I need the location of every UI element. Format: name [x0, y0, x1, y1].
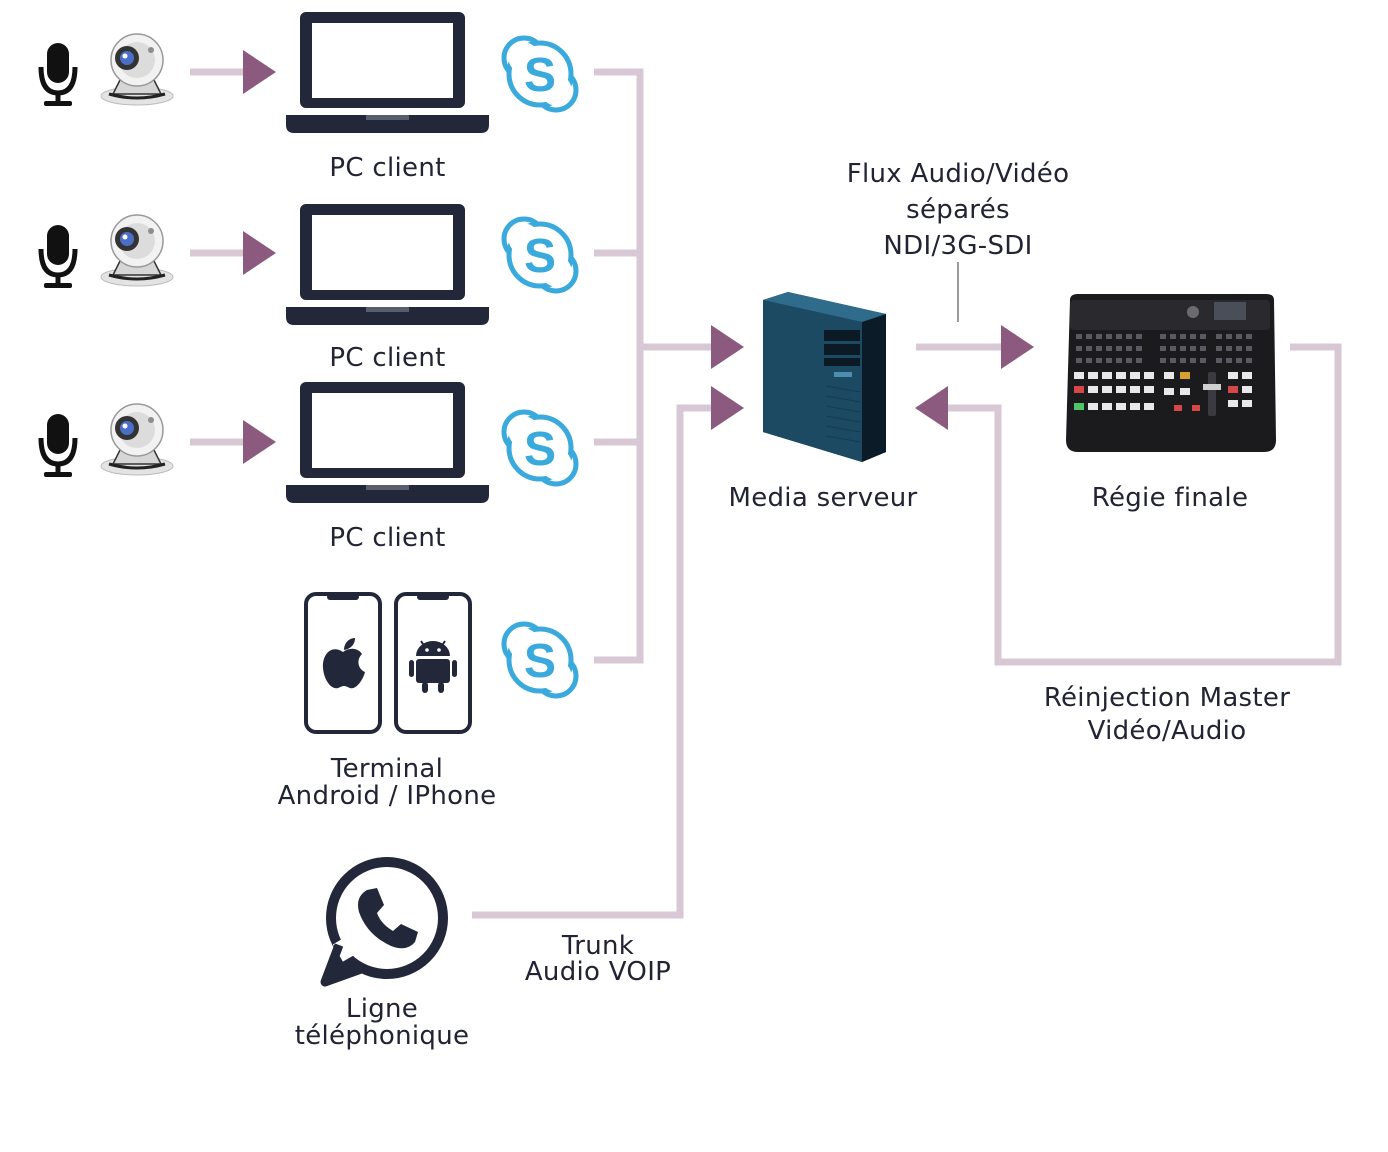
pc-client-label: PC client [286, 153, 489, 183]
reinjection-label-line1: Réinjection Master [1043, 683, 1291, 713]
webcam-icon [99, 402, 175, 477]
laptop-icon [286, 12, 489, 133]
pc-client-label: PC client [286, 523, 489, 553]
arrow-head [1001, 325, 1034, 369]
arrow-head [915, 386, 948, 430]
microphone-icon [41, 225, 75, 288]
media-server-label-text: Media serveur [728, 483, 918, 513]
connector-lines [190, 68, 1342, 919]
trunk-label-line2: Audio VOIP [524, 957, 672, 987]
reinjection-label-line2: Vidéo/Audio [1087, 716, 1247, 746]
trunk-voip-label: Trunk Audio VOIP [488, 933, 708, 985]
flux-label: Flux Audio/Vidéo séparés NDI/3G-SDI [818, 156, 1098, 264]
skype-icon [504, 219, 576, 291]
android-icon [409, 640, 457, 693]
pc-client-label: PC client [286, 343, 489, 373]
switcher-label-text: Régie finale [1091, 483, 1249, 513]
phone-line-label: Ligne téléphonique [262, 996, 502, 1050]
arrow-head [243, 50, 276, 94]
server-tower-icon [763, 292, 886, 462]
reinjection-label: Réinjection Master Vidéo/Audio [1016, 682, 1318, 748]
flux-label-line2: séparés [906, 195, 1010, 225]
video-switcher-icon [1066, 294, 1276, 452]
arrow-head [711, 386, 744, 430]
arrow-head [243, 420, 276, 464]
mobile-terminal-label: Terminal Android / IPhone [236, 756, 538, 810]
trunk-label-line1: Trunk [561, 931, 635, 961]
flux-label-line3: NDI/3G-SDI [883, 231, 1033, 261]
media-server-label: Media serveur [700, 483, 946, 513]
apple-icon [322, 638, 365, 689]
mobile-label-line2: Android / IPhone [277, 781, 497, 811]
laptop-icon [286, 204, 489, 325]
skype-icon [504, 412, 576, 484]
arrow-head [243, 231, 276, 275]
mobile-label-line1: Terminal [330, 754, 444, 784]
switcher-label: Régie finale [1050, 483, 1290, 513]
phone-label-line2: téléphonique [294, 1021, 470, 1051]
arrow-head [711, 325, 744, 369]
laptop-icon [286, 382, 489, 503]
flux-label-line1: Flux Audio/Vidéo [846, 159, 1070, 189]
webcam-icon [99, 213, 175, 288]
microphone-icon [41, 43, 75, 106]
skype-icon [504, 38, 576, 110]
phone-label-line1: Ligne [345, 994, 419, 1024]
skype-icon [504, 624, 576, 696]
webcam-icon [99, 32, 175, 107]
microphone-icon [41, 414, 75, 477]
pc-client-label-text: PC client [329, 343, 446, 373]
whatsapp-icon [320, 857, 448, 987]
pc-client-label-text: PC client [329, 523, 446, 553]
pc-client-label-text: PC client [329, 153, 446, 183]
